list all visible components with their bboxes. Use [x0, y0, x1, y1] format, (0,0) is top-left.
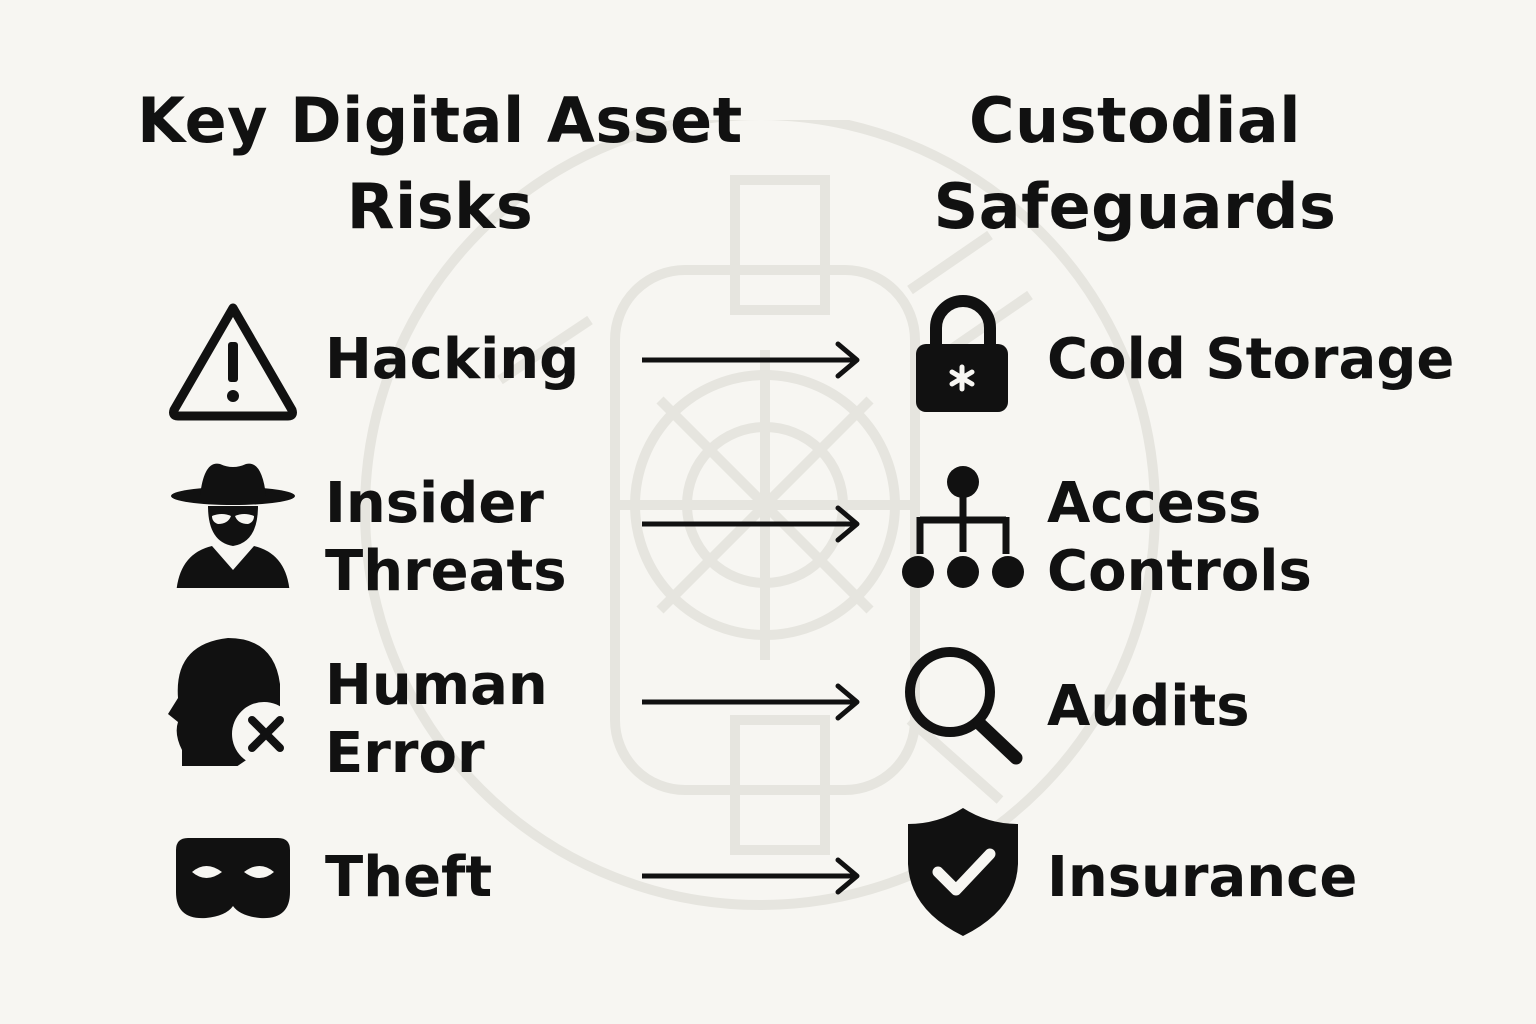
safeguards-title-line-1: Custodial	[969, 84, 1301, 157]
safeguard-label-audits: Audits	[1047, 673, 1250, 741]
safeguards-column-title: Custodial Safeguards	[900, 78, 1370, 250]
spy-icon	[168, 458, 298, 588]
risk-label-line: Threats	[325, 539, 567, 604]
risk-label-hacking: Hacking	[325, 326, 579, 394]
safeguard-label-line: Access	[1047, 471, 1262, 536]
magnifier-icon	[900, 642, 1030, 772]
risk-label-line: Theft	[325, 845, 493, 910]
risk-label-human-error: Human Error	[325, 652, 548, 788]
safeguard-label-line: Audits	[1047, 674, 1250, 739]
risk-label-theft: Theft	[325, 844, 492, 912]
arrow-human-error-to-audits	[640, 682, 865, 722]
safeguard-label-insurance: Insurance	[1047, 844, 1357, 912]
risk-label-insider-threats: Insider Threats	[325, 470, 567, 606]
safeguard-label-line: Cold Storage	[1047, 327, 1455, 392]
risks-title-line-2: Risks	[346, 170, 534, 243]
risk-label-line: Insider	[325, 471, 544, 536]
risk-label-line: Error	[325, 721, 485, 786]
risks-column-title: Key Digital Asset Risks	[130, 78, 750, 250]
safeguards-title-line-2: Safeguards	[933, 170, 1337, 243]
safeguard-label-line: Controls	[1047, 539, 1312, 604]
hierarchy-icon	[898, 460, 1028, 590]
arrow-hacking-to-cold-storage	[640, 340, 865, 380]
arrow-insider-threats-to-access-controls	[640, 504, 865, 544]
padlock-icon	[898, 288, 1028, 418]
safeguard-label-access-controls: Access Controls	[1047, 470, 1312, 606]
risk-label-line: Human	[325, 653, 548, 718]
thief-mask-icon	[168, 822, 298, 952]
safeguard-label-line: Insurance	[1047, 845, 1358, 910]
warning-triangle-icon	[168, 298, 298, 428]
risks-title-line-1: Key Digital Asset	[137, 84, 743, 157]
risk-label-line: Hacking	[325, 327, 580, 392]
safeguard-label-cold-storage: Cold Storage	[1047, 326, 1454, 394]
arrow-theft-to-insurance	[640, 856, 865, 896]
head-error-icon	[168, 636, 298, 766]
shield-check-icon	[898, 806, 1028, 936]
